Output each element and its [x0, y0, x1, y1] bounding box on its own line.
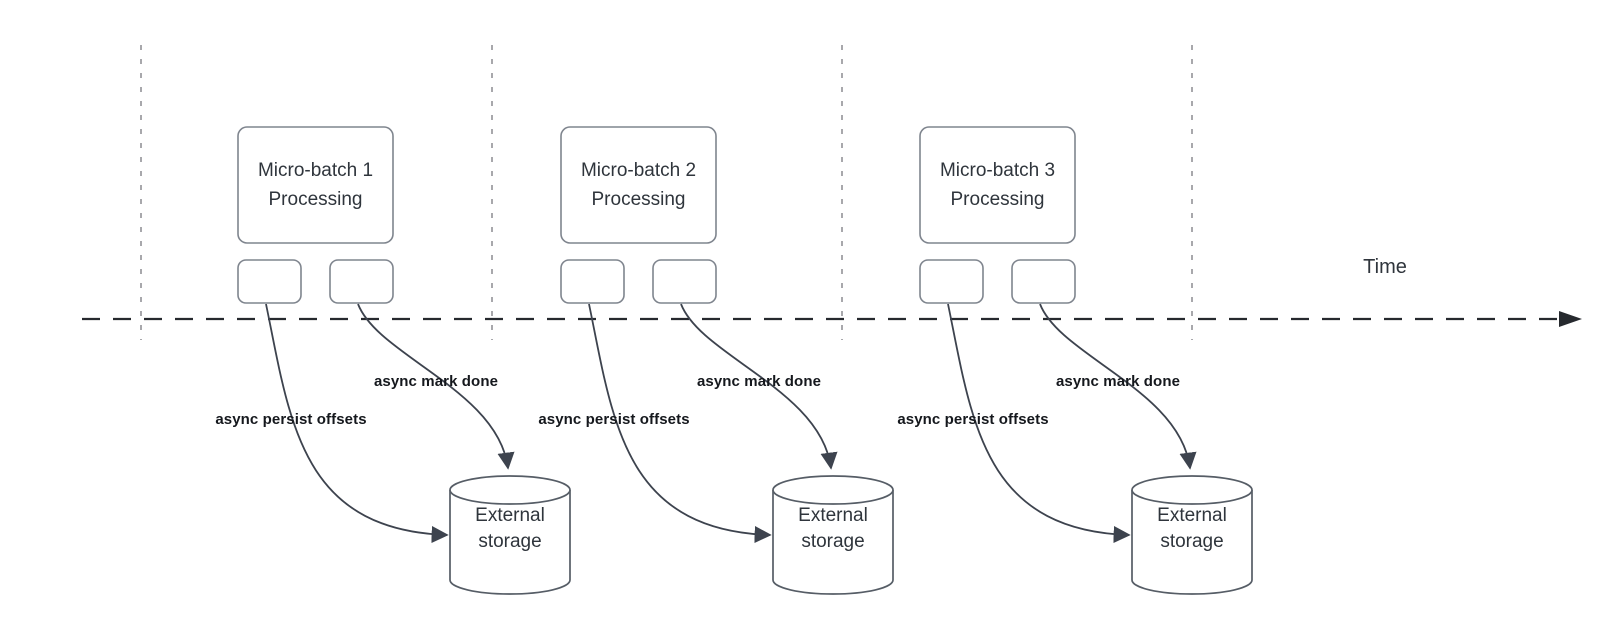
persist-task-node — [560, 259, 625, 304]
micro-batch-box — [560, 126, 717, 244]
batch-group-1 — [237, 126, 571, 595]
external-storage-cylinder — [772, 475, 894, 595]
micro-batch-box — [237, 126, 394, 244]
batch-group-3 — [919, 126, 1253, 595]
time-axis-arrowhead — [1559, 311, 1582, 327]
mark-done-arrow — [357, 303, 515, 470]
external-storage-cylinder — [1131, 475, 1253, 595]
persist-offsets-arrow — [947, 303, 1131, 544]
persist-offsets-arrow — [588, 303, 772, 544]
persist-task-node — [237, 259, 302, 304]
mark-done-task-node — [1011, 259, 1076, 304]
persist-task-node — [919, 259, 984, 304]
mark-done-task-node — [329, 259, 394, 304]
mark-done-arrow — [1039, 303, 1197, 470]
external-storage-cylinder — [449, 475, 571, 595]
mark-done-task-node — [652, 259, 717, 304]
persist-offsets-arrow — [265, 303, 449, 544]
mark-done-arrow — [680, 303, 838, 470]
batch-group-2 — [560, 126, 894, 595]
micro-batch-box — [919, 126, 1076, 244]
